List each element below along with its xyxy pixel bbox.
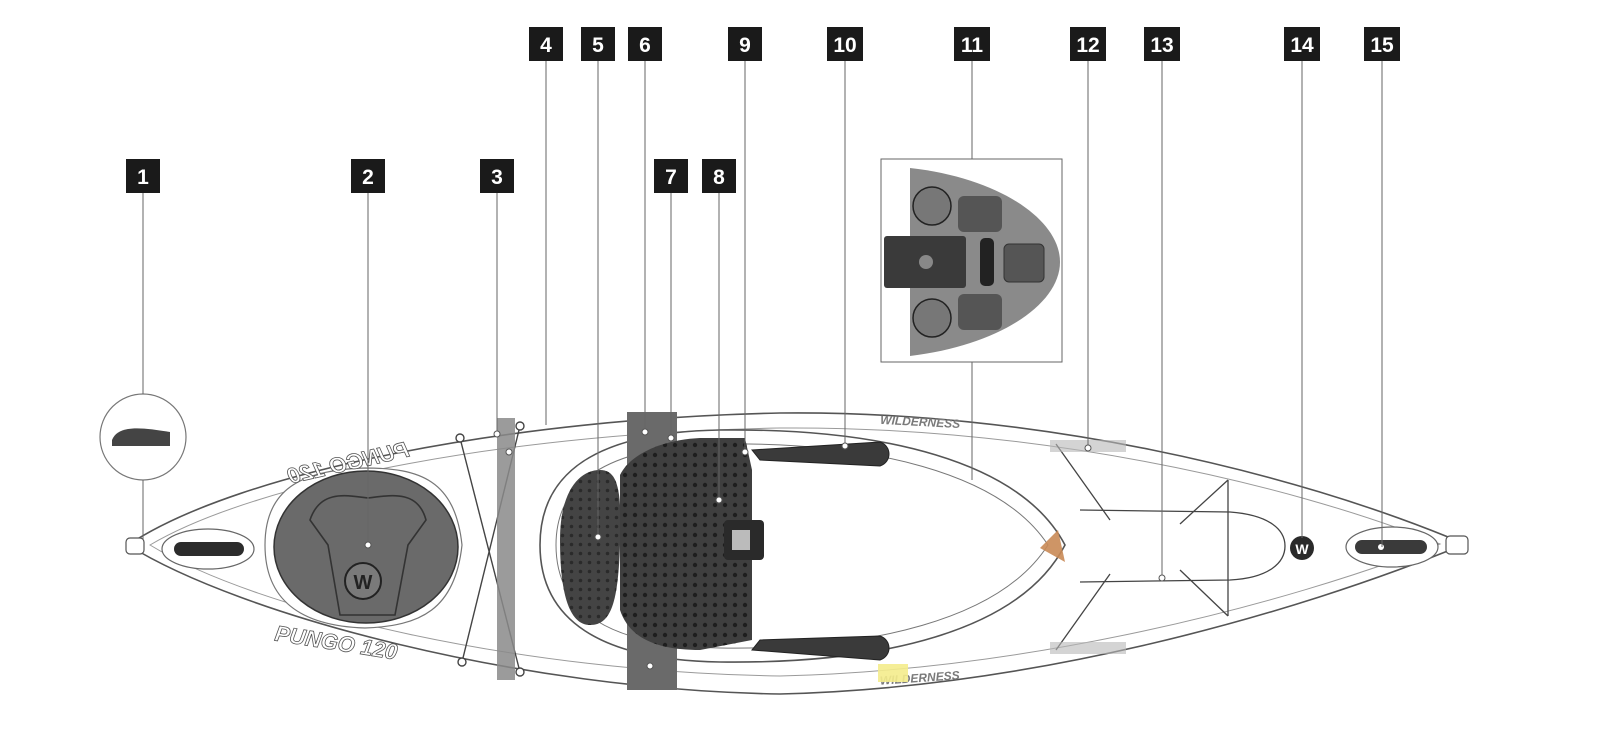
svg-text:7: 7 <box>665 166 677 189</box>
leader-lines <box>142 60 1383 578</box>
svg-text:8: 8 <box>713 166 725 189</box>
brand-text-top: WILDERNESS <box>880 413 961 431</box>
rear-deck-rail-bottom <box>1050 642 1126 654</box>
leader-endpoints <box>364 428 1166 670</box>
callout-5: 5 <box>581 27 615 61</box>
callout-3: 3 <box>480 159 514 193</box>
thigh-braces <box>751 441 890 661</box>
svg-text:13: 13 <box>1150 34 1173 57</box>
svg-text:12: 12 <box>1076 34 1099 57</box>
svg-text:1: 1 <box>137 166 149 189</box>
front-hatch: W <box>264 467 463 629</box>
svg-text:14: 14 <box>1290 34 1314 57</box>
yellow-reflector <box>878 664 908 682</box>
bow-carry-handle <box>161 528 255 570</box>
callout-6: 6 <box>628 27 662 61</box>
console-detail-inset <box>880 158 1063 363</box>
svg-text:10: 10 <box>833 34 856 57</box>
svg-text:2: 2 <box>362 166 374 189</box>
callout-9: 9 <box>728 27 762 61</box>
svg-text:3: 3 <box>491 166 503 189</box>
svg-text:9: 9 <box>739 34 751 57</box>
callout-14: 14 <box>1284 27 1320 61</box>
callout-12: 12 <box>1070 27 1106 61</box>
svg-text:6: 6 <box>639 34 651 57</box>
callout-10: 10 <box>827 27 863 61</box>
callout-15: 15 <box>1364 27 1400 61</box>
callout-13: 13 <box>1144 27 1180 61</box>
stern-carry-handle <box>1345 526 1439 568</box>
cockpit-rim-accent <box>1040 530 1065 562</box>
callout-1: 1 <box>126 159 160 193</box>
svg-text:11: 11 <box>961 34 984 57</box>
svg-text:4: 4 <box>540 34 552 57</box>
bow-detail-circle <box>99 393 187 481</box>
svg-text:15: 15 <box>1370 34 1394 57</box>
svg-text:5: 5 <box>592 34 604 57</box>
seat-back <box>560 470 621 625</box>
callout-4: 4 <box>529 27 563 61</box>
callout-2: 2 <box>351 159 385 193</box>
callout-11: 11 <box>954 27 990 61</box>
stern-logo: W <box>1290 536 1314 560</box>
svg-text:W: W <box>1295 541 1309 557</box>
rear-tankwell <box>1055 443 1286 651</box>
bulkhead-bar <box>497 418 515 680</box>
callout-7: 7 <box>654 159 688 193</box>
callout-8: 8 <box>702 159 736 193</box>
hatch-logo: W <box>354 572 373 594</box>
